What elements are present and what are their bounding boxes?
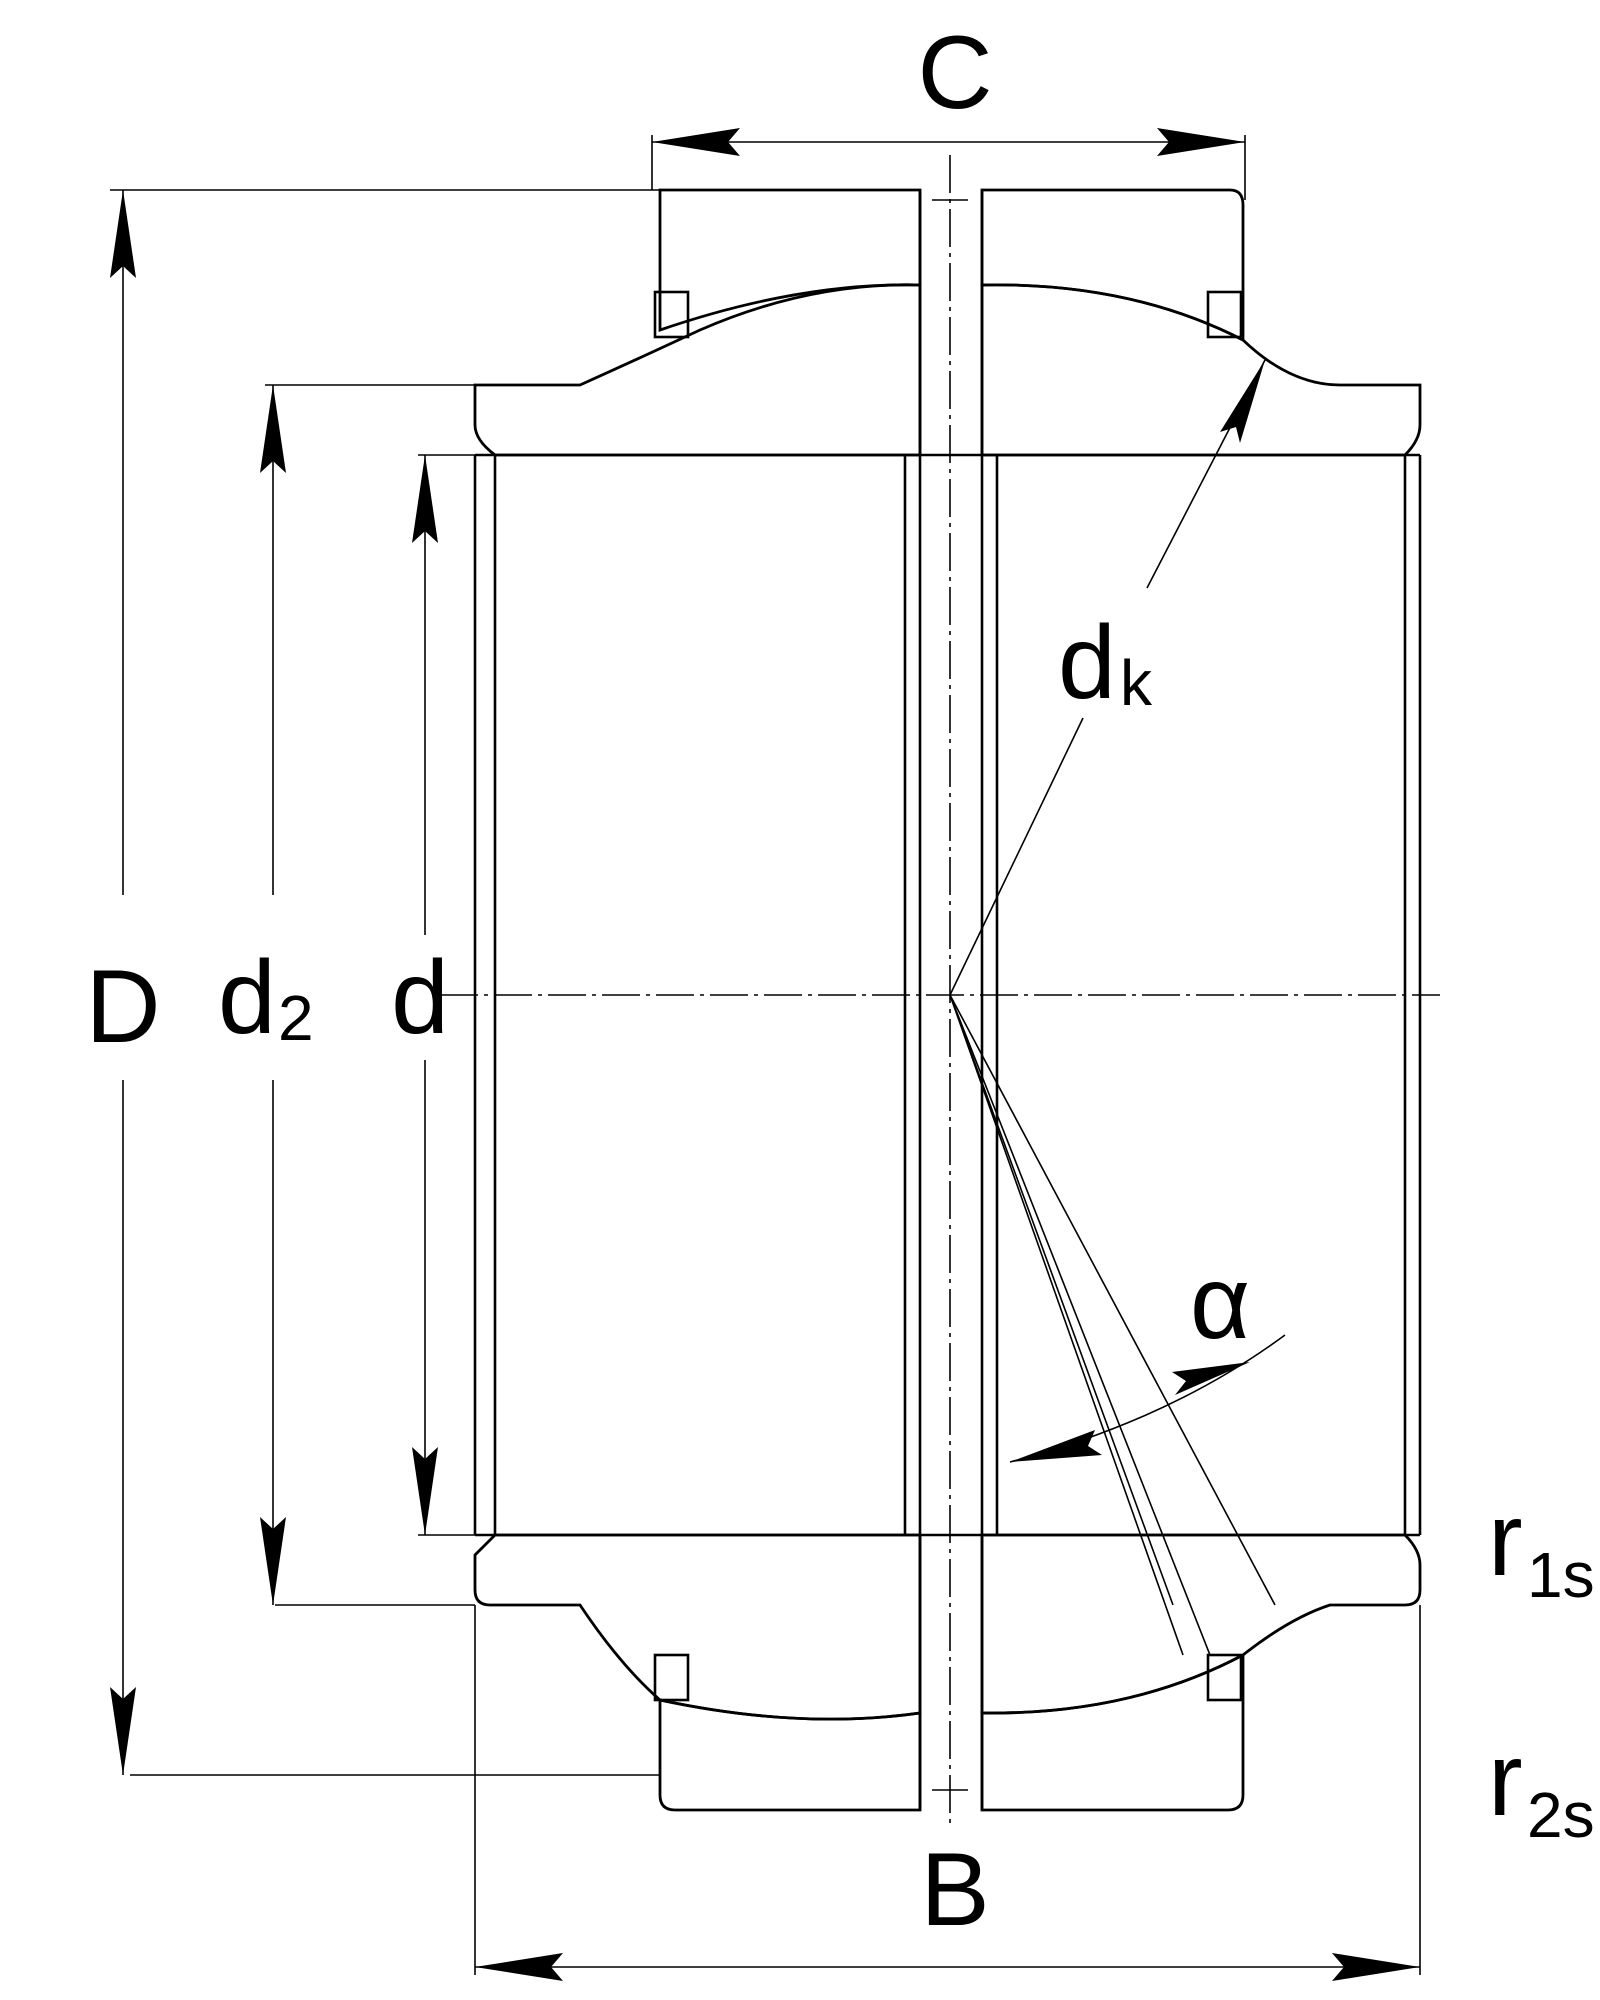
dim-c — [651, 128, 1246, 200]
seal-top-right — [1206, 290, 1243, 339]
label-d2: d 2 — [218, 940, 314, 1056]
dim-d2 — [260, 384, 475, 1606]
dim-alpha — [949, 994, 1286, 1656]
label-b: B — [920, 1832, 989, 1948]
label-alpha: α — [1190, 1245, 1250, 1361]
label-r2s: r 2s — [1488, 1722, 1595, 1851]
label-r2s-sub: 2s — [1527, 1779, 1595, 1851]
label-dk-main: d — [1058, 605, 1116, 721]
outer-ring-top — [653, 188, 1245, 343]
seal-top-left — [653, 290, 690, 339]
dim-d — [110, 189, 660, 1776]
seal-bottom-left — [653, 1653, 690, 1702]
label-r1s-main: r — [1488, 1482, 1523, 1598]
label-dk-sub: k — [1120, 647, 1153, 719]
label-r1s: r 1s — [1488, 1482, 1595, 1611]
dim-d-bore — [412, 454, 475, 1536]
label-d-bore: d — [391, 940, 449, 1056]
outer-ring-bottom — [653, 1652, 1245, 1812]
label-dk: d k — [1058, 605, 1153, 721]
seal-bottom-right — [1206, 1653, 1243, 1702]
label-r1s-sub: 1s — [1527, 1539, 1595, 1611]
dim-dk — [949, 359, 1266, 996]
label-r2s-main: r — [1488, 1722, 1523, 1838]
label-c: C — [917, 15, 992, 131]
inner-ring-top — [473, 283, 1422, 457]
bore — [473, 190, 1422, 1810]
dim-b — [474, 1605, 1421, 1981]
label-d2-sub: 2 — [278, 982, 314, 1054]
label-d2-main: d — [218, 940, 276, 1056]
inner-ring-bottom — [473, 1533, 1422, 1721]
label-d-outer: D — [85, 949, 160, 1065]
